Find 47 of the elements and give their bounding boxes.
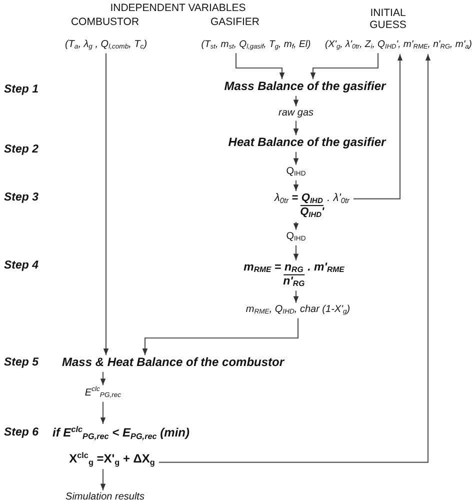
- column-heading: GASIFIER: [210, 16, 260, 28]
- arrow: [293, 222, 299, 230]
- arrow: [293, 152, 299, 165]
- arrow: [293, 245, 299, 260]
- numerator: Q$_{IHD}$: [300, 192, 324, 206]
- equation-factor: . m'$_{RME}$: [308, 261, 344, 274]
- step-label: Step 5: [4, 356, 39, 370]
- equation-left-side: λ$_{0tr}$ =: [274, 192, 298, 206]
- arrow: [100, 402, 106, 424]
- variable-list: (T$_{a}$, λ$_{g}$ , Q$_{l,comb}$, T$_{c}$): [64, 38, 148, 52]
- intermediate-result: Q$_{IHD}$: [286, 166, 306, 178]
- feedback-arrow: [158, 54, 431, 463]
- update-equation: X$^{clc}$$_{g}$ =X'$_{g}$ + ΔX$_{g}$: [69, 450, 155, 468]
- numerator: n$_{RG}$: [284, 261, 304, 276]
- variable-list: (X'$_{g}$, λ'$_{0tr}$, Z$_{i}$, Q$_{IHD}$', m'$_{RME}$, n'$_{RG}$, m'$_{a}$): [325, 38, 472, 52]
- arrow: [142, 318, 299, 356]
- arrow: [293, 120, 299, 136]
- feedback-arrow: [354, 54, 403, 200]
- denominator: n'$_{RG}$: [283, 276, 305, 289]
- process-heading: Mass Balance of the gasifier: [224, 80, 386, 94]
- process-heading: Heat Balance of the gasifier: [228, 136, 386, 150]
- intermediate-result: m$_{RME}$, Q$_{IHD}$, char (1-X'$_{g}$): [246, 304, 350, 316]
- step-label: Step 3: [4, 191, 39, 205]
- step-label: Step 6: [4, 426, 39, 440]
- variable-list: (T$_{st}$, m$_{st}$, Q$_{l,gasif}$, T$_{g}$, m$_{f}$, El): [201, 38, 311, 52]
- section-heading: INDEPENDENT VARIABLES: [110, 2, 246, 14]
- denominator: Q$_{IHD}$': [300, 206, 324, 220]
- column-heading: COMBUSTOR: [70, 16, 140, 28]
- intermediate-result: Q$_{IHD}$: [286, 230, 306, 244]
- step-label: Step 4: [4, 259, 39, 273]
- arrow: [293, 96, 299, 106]
- arrow: [100, 469, 106, 490]
- equation-left-side: m$_{RME}$ =: [244, 261, 282, 274]
- arrow: [310, 53, 379, 80]
- arrow: [293, 290, 299, 303]
- arrow: [103, 53, 109, 356]
- result-label: Simulation results: [66, 491, 144, 503]
- arrow: [235, 53, 285, 80]
- arrow: [293, 180, 299, 191]
- process-heading: Mass & Heat Balance of the combustor: [62, 356, 284, 370]
- intermediate-result: raw gas: [278, 107, 314, 119]
- equation-factor: . λ'$_{0tr}$: [327, 192, 350, 206]
- step-label: Step 1: [4, 83, 39, 97]
- condition-statement: if E$^{clc}$$_{PG,rec}$ < E$_{PG,rec}$ (min): [52, 424, 190, 442]
- arrow: [100, 372, 106, 386]
- step-label: Step 2: [4, 143, 39, 157]
- column-heading: INITIAL GUESS: [368, 6, 408, 32]
